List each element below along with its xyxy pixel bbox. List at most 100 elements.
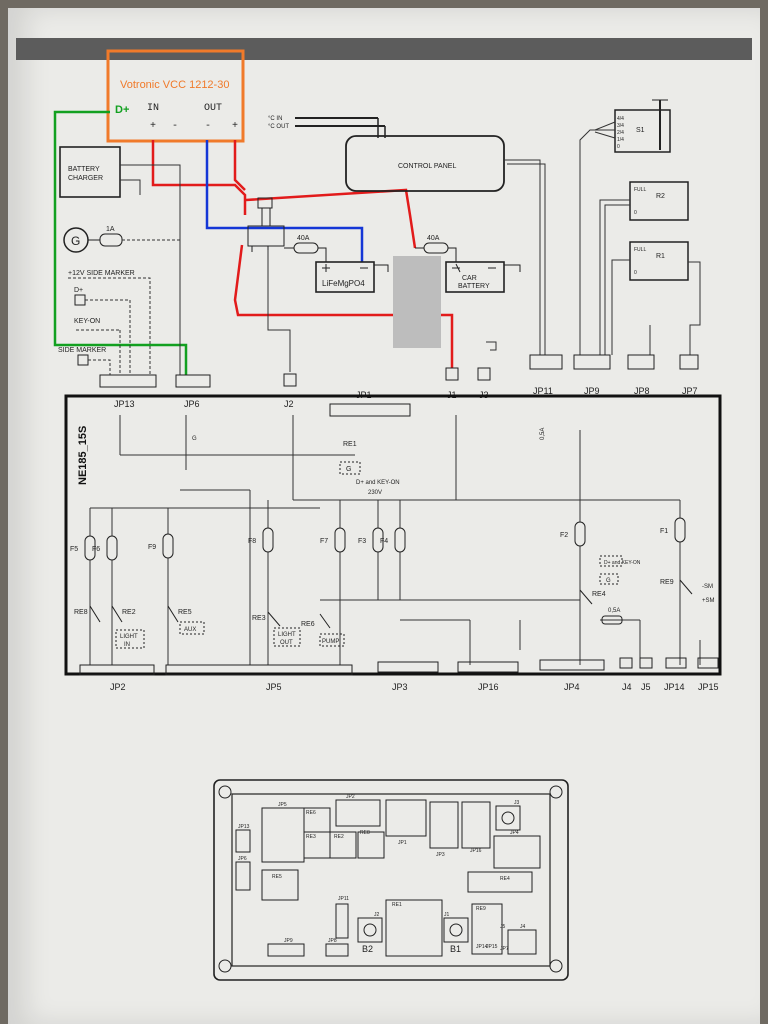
- vcc-dplus-label: D+: [115, 104, 129, 116]
- layout-label-b2: B2: [362, 944, 373, 954]
- tank-r2-zero: 0: [634, 210, 637, 216]
- connector-jp16: JP16: [457, 661, 519, 692]
- layout-label-jp5: JP5: [278, 802, 287, 808]
- tank-r1-zero: 0: [634, 270, 637, 276]
- tank-r1-label: R1: [656, 253, 665, 260]
- connector-j5: J5: [639, 657, 653, 692]
- vcc-out-plus: +: [232, 121, 238, 132]
- lifepo4-label: LiFeMgPO4: [322, 279, 365, 288]
- board-outline: [64, 394, 722, 676]
- jp6-label: JP6: [184, 399, 200, 409]
- layout-label-jp16: JP16: [470, 848, 482, 854]
- red-out-wire: [233, 140, 246, 191]
- fuse-f3: [372, 527, 384, 553]
- relay-re9-label: RE9: [660, 579, 674, 586]
- layout-label-jp7: JP7: [500, 946, 509, 952]
- tank-s1-label: S1: [636, 127, 645, 134]
- layout-label-re4: RE4: [500, 876, 510, 882]
- fuse-05a-shape: [601, 615, 623, 625]
- fuse-40a-right: 40A: [415, 235, 457, 262]
- layout-label-re3: RE3: [306, 834, 316, 840]
- vcc-out-label: OUT: [204, 103, 222, 114]
- generator: G 1A: [63, 226, 180, 253]
- connector-jp1: JP1: [329, 390, 411, 417]
- relay-contacts: [89, 579, 693, 629]
- layout-label-jp3: JP3: [436, 852, 445, 858]
- side-marker-label: SIDE MARKER: [58, 347, 106, 354]
- pump-box: [319, 633, 345, 647]
- fuse-label-f8: F8: [248, 538, 256, 545]
- side-marker-12v-label: +12V SIDE MARKER: [68, 270, 135, 277]
- relay-re4-label: RE4: [592, 591, 606, 598]
- connector-jp14: JP14: [664, 657, 687, 692]
- aux-box: [179, 621, 205, 635]
- tank-r2-label: R2: [656, 193, 665, 200]
- re1-g-label: G: [346, 466, 351, 473]
- fuse-label-f7: F7: [320, 538, 328, 545]
- tank-sensor-r2: R2 FULL 0: [599, 181, 689, 355]
- redacted-block: [393, 256, 441, 348]
- header-bar: [16, 38, 752, 60]
- connector-jp13: JP13: [99, 374, 157, 409]
- layout-label-j3: J3: [514, 800, 520, 806]
- layout-label-jp2: JP2: [346, 794, 355, 800]
- j5-label: J5: [641, 682, 651, 692]
- red-cross-wire: [245, 188, 417, 249]
- jp2-label: JP2: [110, 682, 126, 692]
- temp-out-label: °C OUT: [268, 124, 289, 130]
- control-panel: CONTROL PANEL: [345, 135, 546, 355]
- layout-label-jp11: JP11: [338, 896, 349, 902]
- relay-re5-label: RE5: [178, 609, 192, 616]
- sm-plus-label: +SM: [702, 598, 715, 604]
- car-battery: CAR BATTERY: [445, 261, 521, 293]
- connector-jp5: JP5: [165, 664, 353, 692]
- fuse-label-f9: F9: [148, 544, 156, 551]
- jp11-label: JP11: [533, 386, 553, 396]
- layout-label-re5: RE5: [272, 874, 282, 880]
- j2-label: J2: [284, 399, 294, 409]
- connector-jp15: JP15: [697, 657, 719, 692]
- fuse-1a-label: 1A: [106, 226, 115, 233]
- fuse-label-f5: F5: [70, 546, 78, 553]
- layout-label-jp1: JP1: [398, 840, 407, 846]
- layout-label-j5: J5: [500, 924, 506, 930]
- battery-charger: BATTERY CHARGER: [59, 146, 181, 375]
- aux-label: AUX: [184, 627, 196, 633]
- key-on-label: KEY-ON: [74, 318, 100, 325]
- tank-s1-level-0: 4/4: [617, 116, 624, 122]
- tank-s1-level-4: 0: [617, 144, 620, 150]
- connector-jp2: JP2: [79, 664, 155, 692]
- fuse-label-f1: F1: [660, 528, 668, 535]
- connector-jp3: JP3: [377, 661, 439, 692]
- side-marker-inputs: +12V SIDE MARKER D+ KEY-ON SIDE MARKER: [58, 270, 151, 375]
- light-in-label-1: LIGHT: [120, 634, 138, 640]
- tank-r1-full: FULL: [634, 247, 646, 253]
- layout-label-jp6: JP6: [238, 856, 247, 862]
- generator-label: G: [71, 234, 80, 248]
- fuse-label-f4: F4: [380, 538, 388, 545]
- light-out-label-2: OUT: [280, 640, 293, 646]
- fuse-f8: [262, 527, 274, 553]
- relay-re8-label: RE8: [74, 609, 88, 616]
- jp5-label: JP5: [266, 682, 282, 692]
- connector-jp7: JP7: [679, 354, 699, 396]
- layout-label-jp13: JP13: [238, 824, 250, 830]
- relay-re2-label: RE2: [122, 609, 136, 616]
- tank-sensor-s1: S1 4/4 3/4 2/4 1/4 0: [579, 99, 671, 355]
- layout-label-j2: J2: [374, 912, 380, 918]
- connector-jp4: JP4: [539, 659, 605, 692]
- j4-label: J4: [622, 682, 632, 692]
- control-panel-label: CONTROL PANEL: [398, 163, 456, 170]
- temperature-sensors: °C IN °C OUT: [268, 116, 386, 138]
- fuse-label-f2: F2: [560, 532, 568, 539]
- connector-jp11: JP11: [529, 354, 563, 396]
- fuse-40a-left-label: 40A: [297, 235, 310, 242]
- jp16-label: JP16: [478, 682, 499, 692]
- layout-label-j4: J4: [520, 924, 526, 930]
- green-dplus-wire: [53, 110, 188, 375]
- tank-s1-level-2: 2/4: [617, 130, 624, 136]
- fuse-f7: [334, 527, 346, 553]
